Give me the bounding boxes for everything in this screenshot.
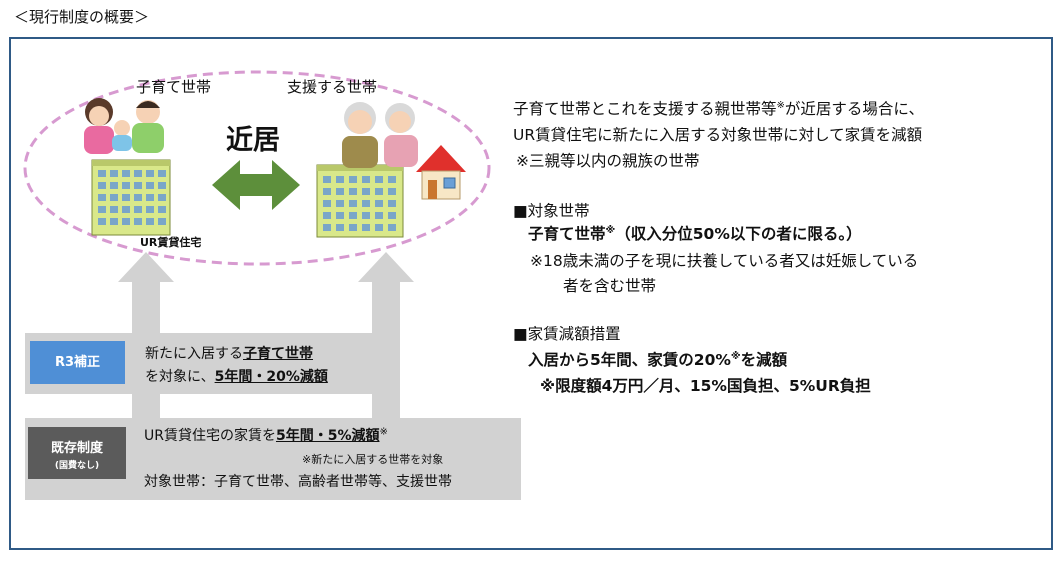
r3-tag: R3補正 (30, 341, 125, 384)
r3-line2-emph: 5年間・20%減額 (214, 369, 328, 385)
double-arrow-icon (212, 160, 300, 210)
child-family-icon (84, 98, 164, 154)
existing-tag-line2: (国費なし) (54, 461, 100, 471)
page-title: ＜現行制度の概要＞ (14, 8, 150, 26)
label-ur-housing: UR賃貸住宅 (140, 236, 202, 249)
existing-tag-line1: 既存制度 (50, 441, 103, 456)
ur-building-left-icon (91, 159, 171, 236)
label-child-household: 子育て世帯 (136, 78, 212, 96)
ur-building-right-icon (316, 164, 404, 238)
intro-line1b: が近居する場合に、 (784, 100, 924, 118)
r3-line1: 新たに入居する子育て世帯 (145, 343, 313, 363)
overview-frame (9, 37, 1053, 550)
label-nearby: 近居 (226, 125, 280, 156)
reduction-main-b: を減額 (740, 351, 788, 369)
intro-mark: ※ (776, 99, 785, 111)
target-note1: ※18歳未満の子を現に扶養している者又は妊娠している (530, 252, 919, 270)
target-main: 子育て世帯※（収入分位50%以下の者に限る。） (528, 222, 862, 244)
r3-line1-prefix: 新たに入居する (145, 346, 243, 362)
existing-tag: 既存制度 (国費なし) (28, 427, 126, 479)
house-icon (416, 145, 466, 200)
existing-line1-mark: ※ (379, 426, 388, 438)
target-mark: ※ (605, 224, 616, 236)
r3-line2-prefix: を対象に、 (145, 369, 215, 385)
reduction-note: ※限度額4万円／月、15%国負担、5%UR負担 (540, 377, 871, 395)
reduction-main-a: 入居から5年間、家賃の20% (528, 351, 731, 369)
r3-line2: を対象に、5年間・20%減額 (145, 366, 328, 386)
existing-line1: UR賃貸住宅の家賃を5年間・5%減額※ (144, 425, 388, 445)
label-support-household: 支援する世帯 (287, 78, 378, 96)
intro-line2: UR賃貸住宅に新たに入居する対象世帯に対して家賃を減額 (513, 126, 923, 144)
target-main-b: （収入分位50%以下の者に限る。） (615, 225, 862, 243)
intro-line1: 子育て世帯とこれを支援する親世帯等※が近居する場合に、 (513, 97, 924, 119)
target-note2: 者を含む世帯 (563, 277, 657, 295)
intro-line1a: 子育て世帯とこれを支援する親世帯等 (513, 100, 777, 118)
nearby-ellipse (23, 70, 491, 266)
reduction-main: 入居から5年間、家賃の20%※を減額 (528, 348, 787, 370)
grandparents-icon (342, 102, 418, 168)
intro-note: ※三親等以内の親族の世帯 (516, 152, 700, 170)
target-main-a: 子育て世帯 (528, 225, 606, 243)
existing-note: ※新たに入居する世帯を対象 (302, 453, 444, 466)
existing-line1-prefix: UR賃貸住宅の家賃を (144, 428, 276, 444)
reduction-mark: ※ (730, 350, 741, 362)
reduction-heading: ■家賃減額措置 (513, 325, 621, 343)
r3-line1-emph: 子育て世帯 (243, 346, 313, 362)
existing-line1-emph: 5年間・5%減額 (275, 428, 380, 444)
existing-line2: 対象世帯：子育て世帯、高齢者世帯等、支援世帯 (144, 474, 452, 490)
target-heading: ■対象世帯 (513, 202, 590, 220)
